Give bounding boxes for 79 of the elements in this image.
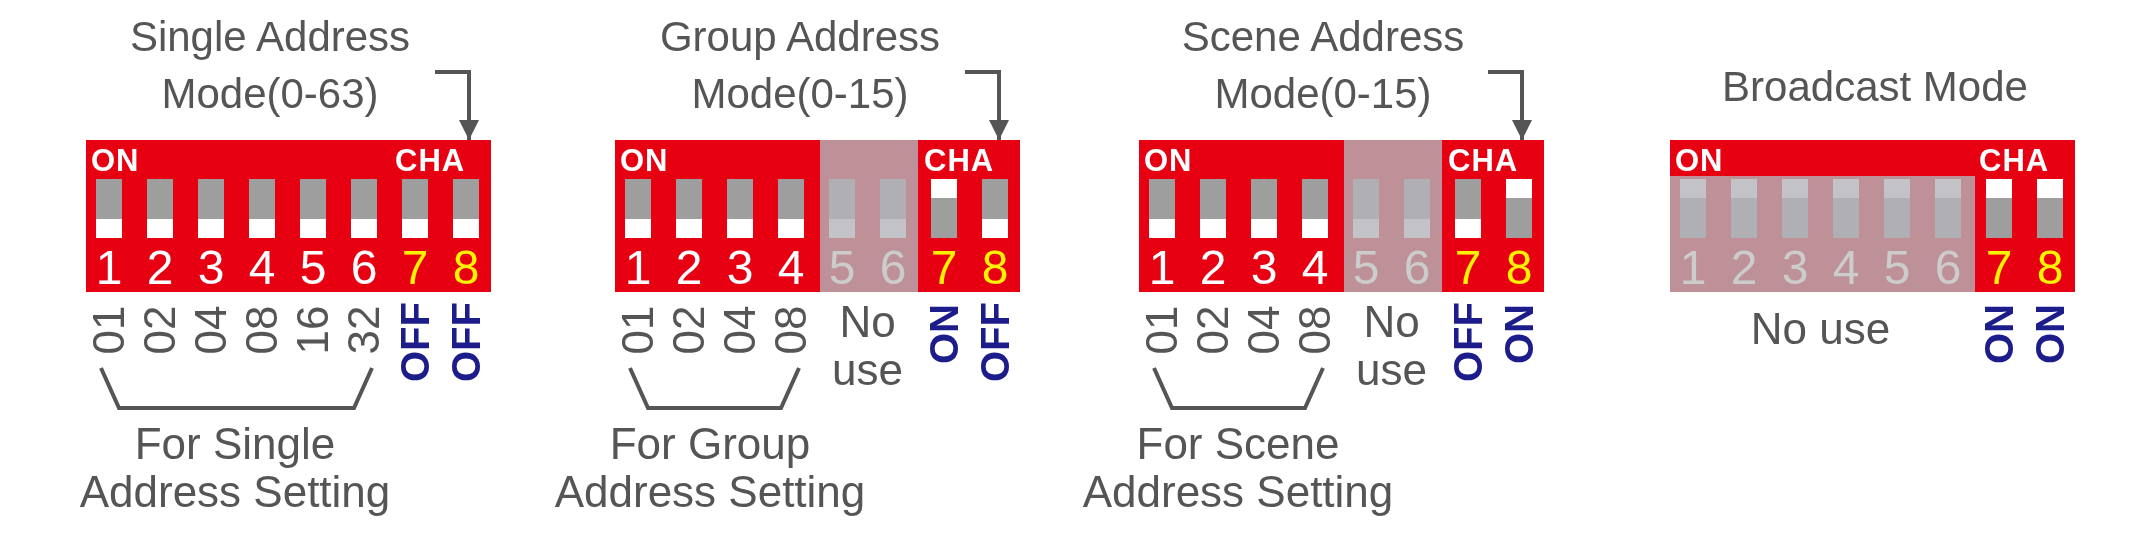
address-value: 01 [87, 305, 131, 355]
dip-switch-panel [1139, 140, 1544, 292]
address-value: 02 [138, 305, 182, 355]
caption-text: No use [1355, 298, 1428, 394]
switch-number: 3 [1249, 244, 1279, 292]
switch-number: 6 [1933, 244, 1963, 292]
address-value: 08 [240, 305, 284, 355]
arrow [435, 70, 479, 140]
channel-label: CHA [924, 144, 995, 178]
address-value: 08 [769, 305, 813, 355]
switch-number: 2 [674, 244, 704, 292]
switch-number: 5 [827, 244, 857, 292]
arrow [1488, 70, 1532, 140]
switch-number: 6 [1402, 244, 1432, 292]
caption-text: For Scene Address Setting [1081, 420, 1395, 516]
switch-number: 1 [94, 244, 124, 292]
caption-text: No use [831, 298, 904, 394]
address-value: 32 [342, 305, 386, 355]
switch-number: 3 [196, 244, 226, 292]
switch-number: 4 [1300, 244, 1330, 292]
switch-state: OFF [975, 302, 1015, 382]
address-value: 01 [616, 305, 660, 355]
switch-number: 5 [1351, 244, 1381, 292]
channel-label: CHA [1979, 144, 2050, 178]
mode-title: Scene Address Mode(0-15) [1158, 8, 1488, 122]
switch-number: 7 [929, 244, 959, 292]
switch-number: 8 [1504, 244, 1534, 292]
dip-switch-panel [615, 140, 1020, 292]
switch-number: 8 [451, 244, 481, 292]
caption-text: For Group Address Setting [553, 420, 867, 516]
switch-number: 7 [1453, 244, 1483, 292]
switch-state: OFF [395, 302, 435, 382]
mode-title: Group Address Mode(0-15) [635, 8, 965, 122]
switch-number: 7 [400, 244, 430, 292]
switch-state: OFF [446, 302, 486, 382]
switch-number: 5 [298, 244, 328, 292]
address-value: 02 [1191, 305, 1235, 355]
switch-number: 2 [1729, 244, 1759, 292]
switch-number: 1 [1147, 244, 1177, 292]
switch-number: 3 [725, 244, 755, 292]
switch-number: 4 [776, 244, 806, 292]
address-value: 02 [667, 305, 711, 355]
address-value: 04 [718, 305, 762, 355]
mode-title: Broadcast Mode [1695, 58, 2055, 115]
switch-number: 8 [980, 244, 1010, 292]
on-label: ON [91, 144, 140, 178]
switch-state: ON [1499, 304, 1539, 364]
address-value: 04 [189, 305, 233, 355]
address-value: 04 [1242, 305, 1286, 355]
dip-switch-panel [1670, 140, 2075, 292]
caption-text: For Single Address Setting [78, 420, 392, 516]
switch-number: 4 [247, 244, 277, 292]
channel-label: CHA [395, 144, 466, 178]
switch-number: 6 [349, 244, 379, 292]
switch-state: ON [924, 304, 964, 364]
address-value: 16 [291, 305, 335, 355]
switch-number: 3 [1780, 244, 1810, 292]
dip-switch-panel [86, 140, 491, 292]
mode-title: Single Address Mode(0-63) [105, 8, 435, 122]
address-value: 01 [1140, 305, 1184, 355]
arrow [965, 70, 1009, 140]
switch-number: 1 [623, 244, 653, 292]
on-label: ON [1675, 144, 1724, 178]
on-label: ON [620, 144, 669, 178]
switch-number: 7 [1984, 244, 2014, 292]
switch-number: 6 [878, 244, 908, 292]
on-label: ON [1144, 144, 1193, 178]
caption-text: No use [1749, 305, 1892, 353]
switch-number: 5 [1882, 244, 1912, 292]
switch-number: 2 [145, 244, 175, 292]
switch-state: ON [1979, 304, 2019, 364]
switch-number: 8 [2035, 244, 2065, 292]
switch-number: 1 [1678, 244, 1708, 292]
channel-label: CHA [1448, 144, 1519, 178]
switch-state: ON [2030, 304, 2070, 364]
switch-number: 4 [1831, 244, 1861, 292]
switch-state: OFF [1448, 302, 1488, 382]
switch-number: 2 [1198, 244, 1228, 292]
address-value: 08 [1293, 305, 1337, 355]
